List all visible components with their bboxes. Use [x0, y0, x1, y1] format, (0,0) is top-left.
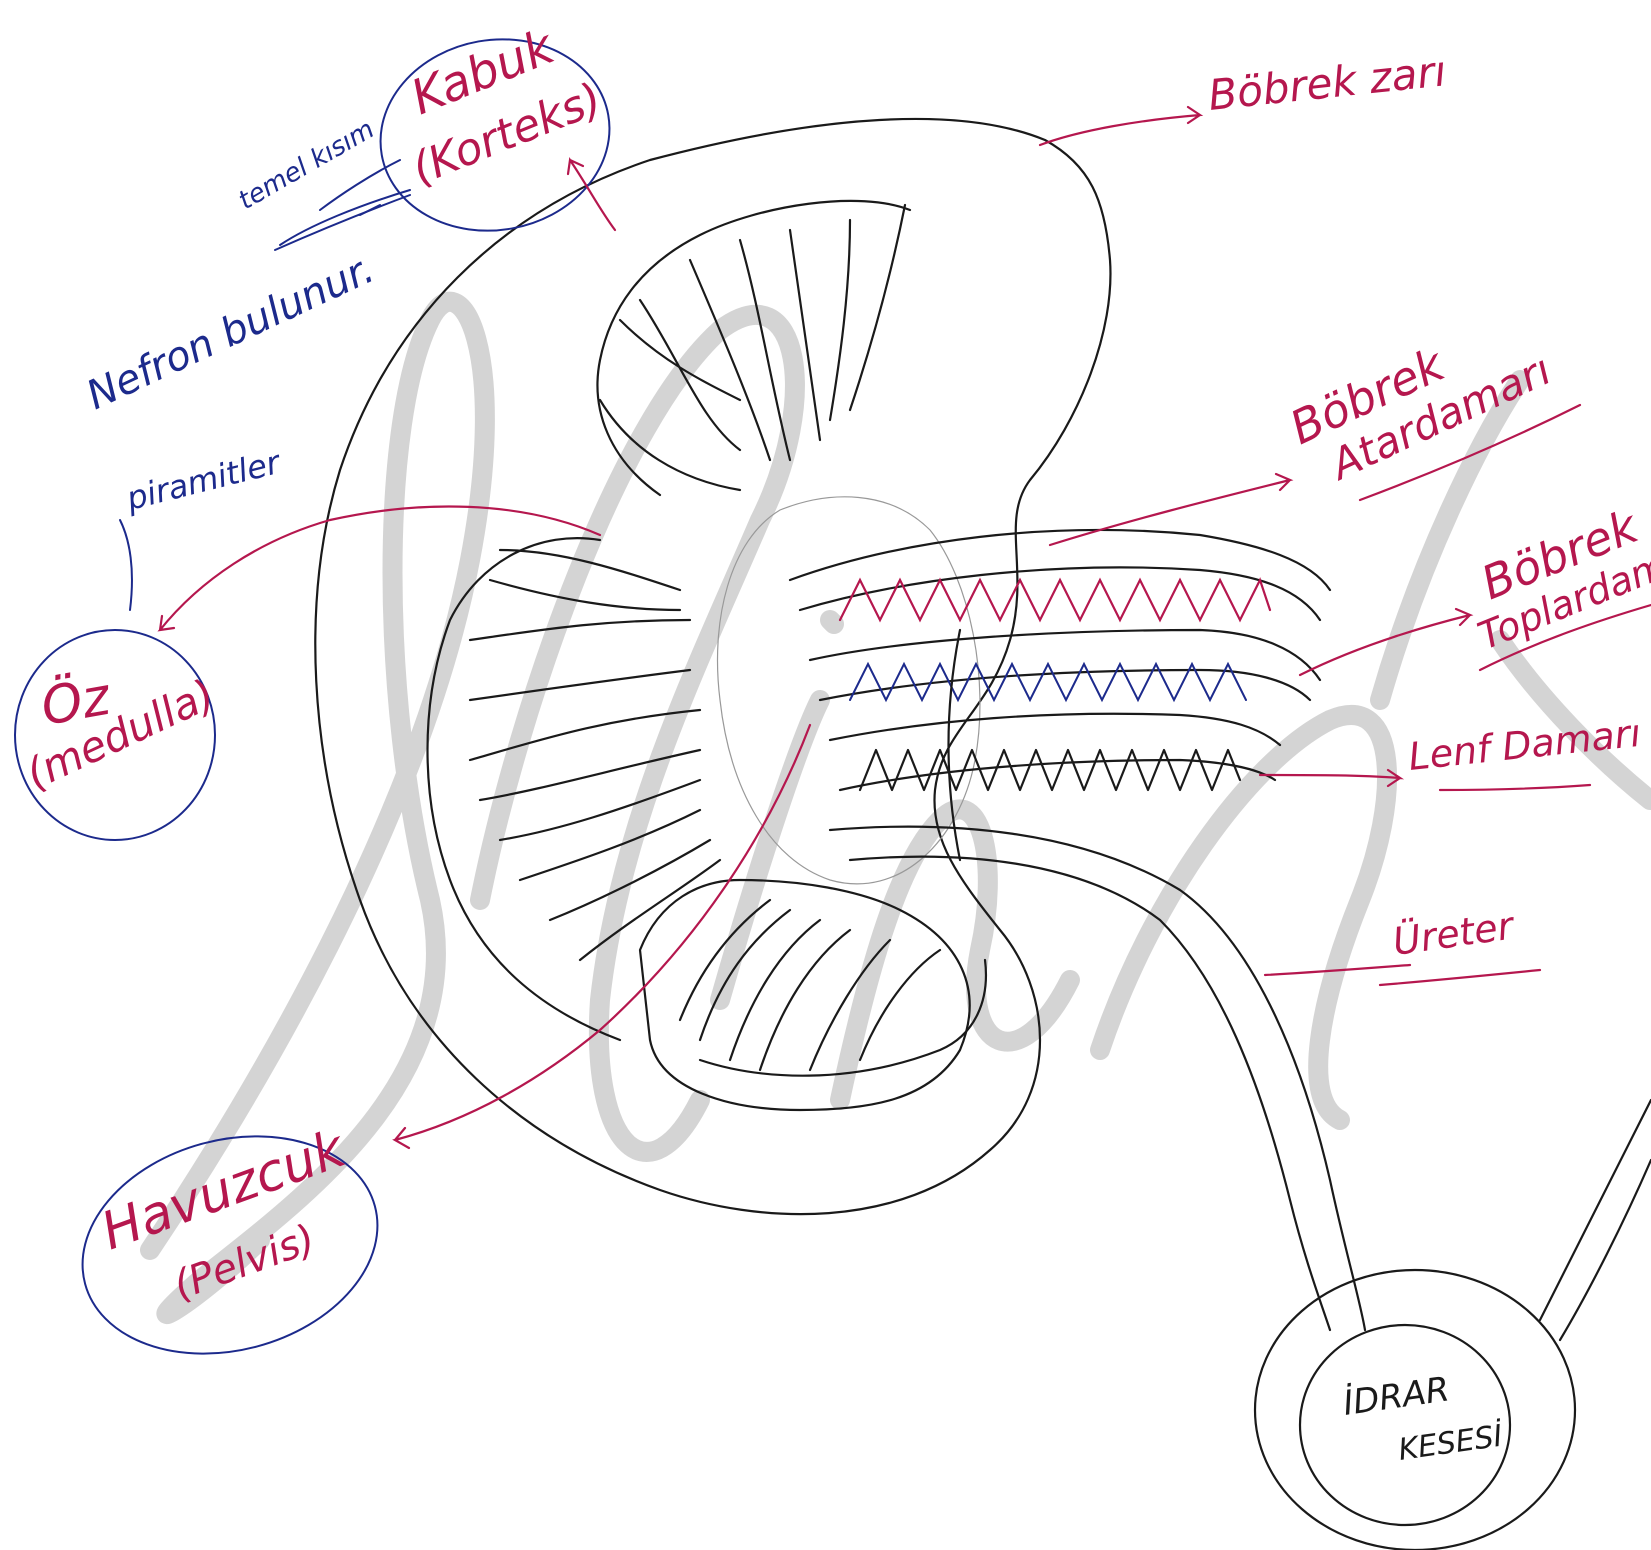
ureter-label: Üreter [1390, 903, 1518, 964]
temel-kisim-underline [275, 195, 410, 250]
temel-kisim-label: temel kısım [234, 114, 380, 216]
atardamar-arrow [1050, 474, 1290, 545]
ureter-underline [1380, 970, 1540, 985]
piramitler-label: piramitler [122, 443, 286, 518]
bobrek-zari-arrow [1040, 107, 1200, 145]
kabuk-arrow [568, 160, 615, 230]
oz-arrow [160, 506, 600, 630]
ureter-tube [830, 630, 1365, 1330]
bladder [1255, 1100, 1651, 1550]
watermark-scribble [150, 302, 1650, 1314]
renal-artery-vessel [790, 530, 1330, 620]
nefron-label: Nefron bulunur. [80, 246, 381, 419]
idrar-kesesi-label-1: İDRAR [1341, 1369, 1452, 1423]
piramitler-connector [120, 520, 132, 610]
idrar-kesesi-label-2: KESESİ [1396, 1418, 1506, 1468]
bobrek-zari-label: Böbrek zarı [1206, 46, 1448, 120]
renal-vein-vessel [810, 630, 1320, 700]
lymph-vessel [830, 714, 1280, 790]
lenf-underline [1440, 785, 1590, 790]
labels: Kabuk (Korteks) temel kısım Nefron bulun… [19, 18, 1651, 1468]
